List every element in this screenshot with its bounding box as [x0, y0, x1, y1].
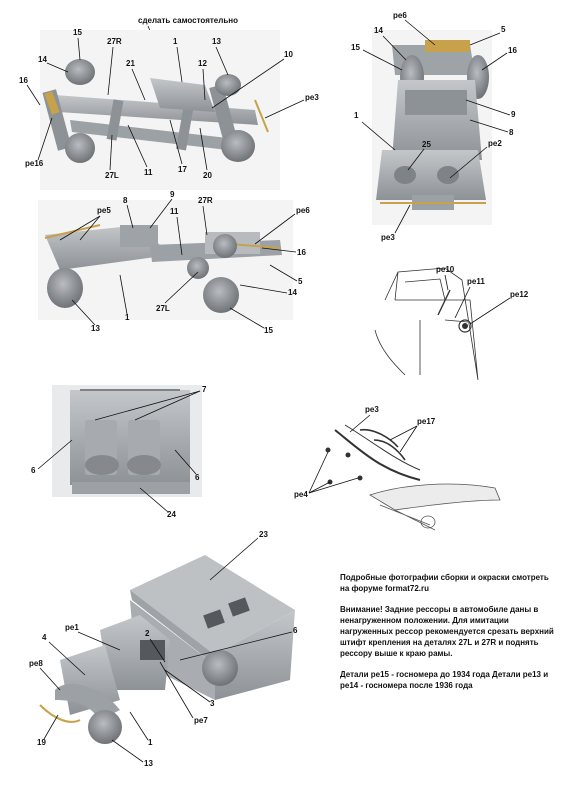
label: 27R	[107, 37, 122, 46]
label: 3	[210, 699, 215, 708]
chassis-side-photo	[38, 200, 293, 320]
label: 16	[297, 248, 306, 257]
truck-assembled-labels: 23 6 ре1 2 4 ре8 ре7 3 19 1 13	[29, 530, 298, 768]
label: 21	[126, 59, 135, 68]
label: ре2	[488, 139, 502, 148]
label: ре16	[25, 159, 44, 168]
label: 23	[259, 530, 268, 539]
label: 11	[170, 207, 179, 216]
label: 15	[264, 326, 273, 335]
warning-note: Внимание! Задние рессоры в автомобиле да…	[340, 605, 554, 658]
label: 15	[351, 43, 360, 52]
chassis-front-photo	[372, 30, 492, 225]
label: 1	[125, 313, 130, 322]
label: ре8	[29, 659, 43, 668]
label: 12	[198, 59, 207, 68]
top-note: сделать самостоятельно	[138, 16, 238, 25]
label: 6	[31, 466, 36, 475]
label: 8	[509, 128, 514, 137]
label: 1	[148, 738, 153, 747]
label: ре3	[365, 405, 379, 414]
label: 2	[145, 629, 150, 638]
label: ре17	[417, 417, 436, 426]
label: 13	[144, 759, 153, 768]
bumper-detail-drawing: ре3 ре17 ре4	[294, 405, 501, 531]
chassis-front-labels: ре6 5 14 15 16 1 9 8 25 ре2 ре3	[351, 11, 517, 242]
label: 16	[19, 76, 28, 85]
label: ре10	[436, 265, 455, 274]
plates-note: Детали ре15 - госномера до 1934 года Дет…	[340, 670, 549, 690]
label: ре3	[305, 93, 319, 102]
label: 24	[167, 510, 176, 519]
chassis-top-photo	[40, 30, 280, 190]
label: 8	[123, 196, 128, 205]
label: ре6	[393, 11, 407, 20]
seat-part-photo	[52, 385, 202, 497]
cab-detail-drawing: ре10 ре11 ре12	[374, 265, 529, 381]
label: 4	[42, 633, 47, 642]
label: 13	[91, 324, 100, 333]
label: ре12	[510, 290, 529, 299]
label: 1	[173, 37, 178, 46]
label: 5	[298, 277, 303, 286]
label: 10	[284, 50, 293, 59]
label: 27L	[105, 171, 119, 180]
notes-block: Подробные фотографии сборки и окраски см…	[340, 572, 560, 701]
label: 13	[212, 37, 221, 46]
label: ре11	[467, 277, 485, 286]
label: ре7	[194, 716, 208, 725]
label: 9	[170, 190, 175, 199]
label: 15	[73, 28, 82, 37]
label: ре6	[296, 206, 310, 215]
label: 6	[293, 626, 298, 635]
label: ре4	[294, 490, 308, 499]
label: 19	[37, 738, 46, 747]
label: ре1	[65, 623, 79, 632]
label: 14	[38, 55, 47, 64]
label: 1	[354, 111, 359, 120]
label: 16	[508, 46, 517, 55]
seat-part-labels: 7 6 6 24	[31, 385, 207, 519]
label: 14	[374, 26, 383, 35]
chassis-top-labels: 15 27R 1 13 14 21 12 10 16 ре3 ре16 27L …	[19, 28, 319, 180]
label: 11	[144, 168, 153, 177]
forum-note: Подробные фотографии сборки и окраски см…	[340, 573, 549, 593]
label: 5	[501, 25, 506, 34]
label: 25	[422, 140, 431, 149]
chassis-side-labels: ре5 8 9 11 27R ре6 16 5 14 15 13 1 27L	[59, 190, 310, 335]
label: 27L	[156, 304, 170, 313]
label: 7	[202, 385, 207, 394]
label: 20	[203, 171, 212, 180]
label: ре3	[381, 233, 395, 242]
label: ре5	[97, 206, 111, 215]
label: 6	[195, 473, 200, 482]
label: 9	[511, 110, 516, 119]
label: 27R	[198, 196, 213, 205]
truck-assembled-photo	[39, 555, 295, 744]
label: 14	[288, 288, 297, 297]
label: 17	[178, 165, 187, 174]
